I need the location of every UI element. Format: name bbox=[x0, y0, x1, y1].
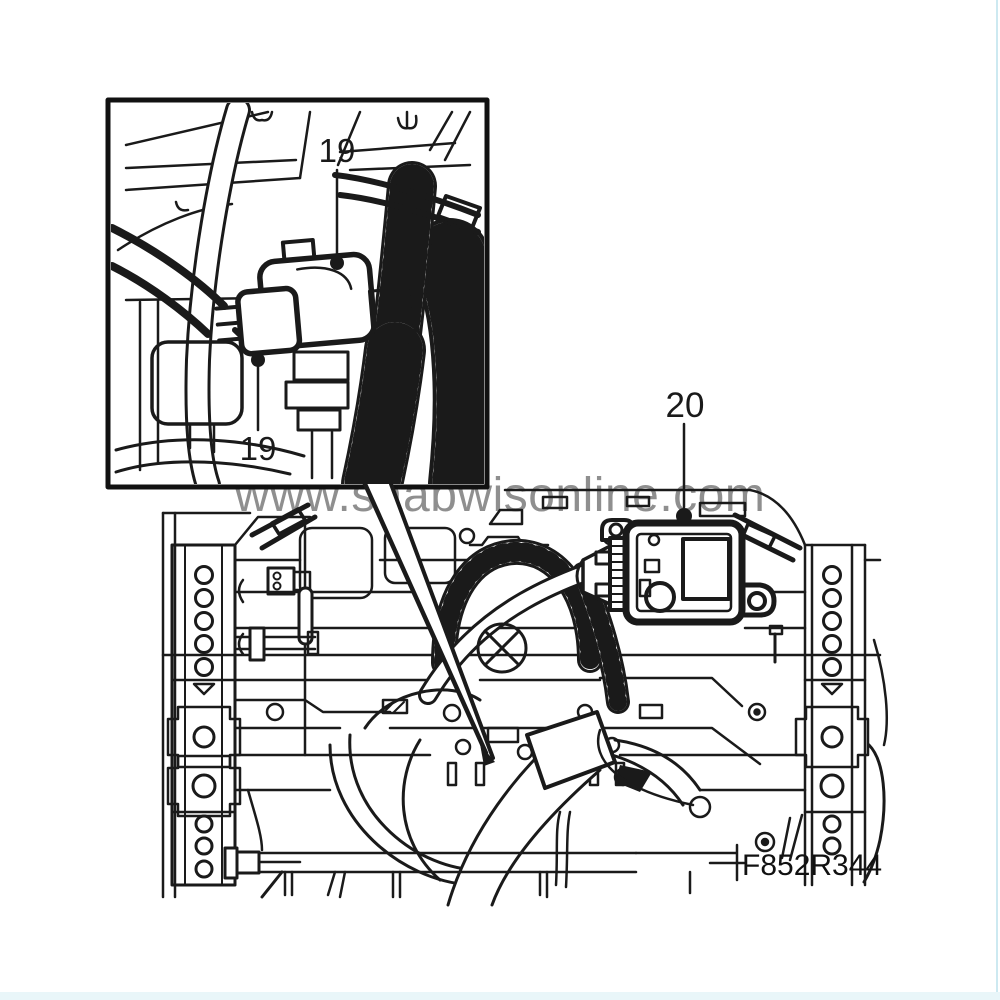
inset-callout-leaders bbox=[251, 168, 344, 432]
wire-loops bbox=[260, 688, 482, 899]
left-rail bbox=[161, 511, 242, 899]
inset-lower-parts bbox=[114, 340, 350, 480]
cross-members bbox=[161, 558, 882, 792]
inset-detail-box bbox=[105, 97, 490, 490]
right-rail bbox=[794, 543, 888, 887]
inset-connector bbox=[214, 237, 418, 357]
figure-code: F852R344 bbox=[742, 849, 883, 882]
callout-19-top: 19 bbox=[318, 132, 356, 169]
left-detail-parts bbox=[235, 520, 320, 852]
inset-corner-hose bbox=[410, 218, 484, 484]
main-hose bbox=[446, 710, 712, 907]
callout-20: 20 bbox=[665, 386, 705, 425]
page-edge-bottom bbox=[0, 992, 1000, 1000]
inset-cross-band bbox=[332, 172, 482, 235]
inset-corrugated-hose bbox=[341, 161, 437, 484]
callout-19-bottom: 19 bbox=[239, 430, 277, 467]
inset-pointer-wedge bbox=[362, 481, 495, 766]
main-assembly-drawing bbox=[161, 422, 888, 907]
control-module bbox=[575, 518, 777, 626]
corrugated-harness-arch bbox=[431, 539, 630, 714]
pulley-hub bbox=[476, 622, 528, 674]
callout-20-leader bbox=[676, 422, 692, 524]
bottom-bar bbox=[223, 810, 804, 899]
page-edge-right bbox=[996, 0, 998, 1000]
